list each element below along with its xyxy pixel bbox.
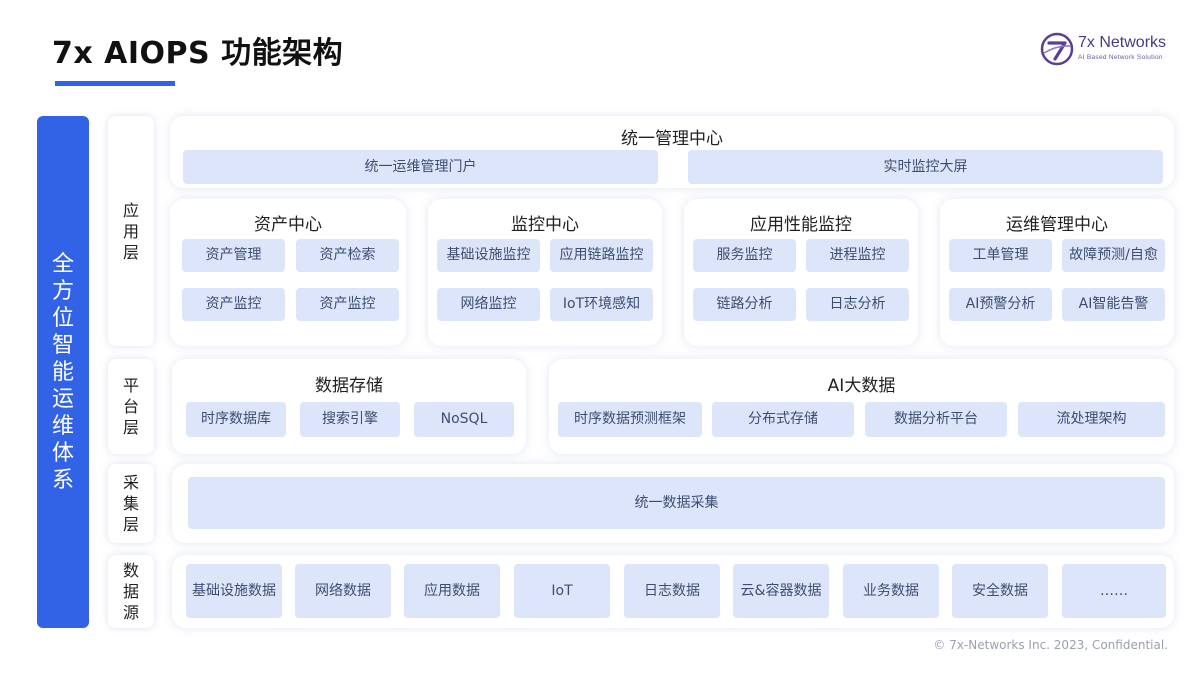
module-item[interactable]: 工单管理 — [949, 239, 1052, 272]
ops-center-title: 运维管理中心 — [1006, 215, 1108, 235]
mgmt-center-title: 统一管理中心 — [621, 129, 723, 149]
platform-item[interactable]: 搜索引擎 — [300, 402, 400, 437]
module-item[interactable]: IoT环境感知 — [550, 288, 653, 321]
platform-item[interactable]: 时序数据库 — [186, 402, 286, 437]
module-item[interactable]: 资产监控 — [296, 288, 399, 321]
module-item[interactable]: 日志分析 — [806, 288, 909, 321]
module-item[interactable]: AI预警分析 — [949, 288, 1052, 321]
asset-center-title: 资产中心 — [254, 215, 322, 235]
layer-label-source: 数据源 — [108, 555, 154, 628]
source-item[interactable]: 业务数据 — [843, 564, 939, 618]
layer-label-platform-text: 平台层 — [122, 376, 139, 437]
source-item-more[interactable]: …… — [1062, 564, 1166, 618]
module-item[interactable]: 网络监控 — [437, 288, 540, 321]
module-item[interactable]: 服务监控 — [693, 239, 796, 272]
platform-item[interactable]: NoSQL — [414, 402, 514, 437]
sources-panel: 基础设施数据 网络数据 应用数据 IoT 日志数据 云&容器数据 业务数据 安全… — [172, 555, 1174, 628]
module-item[interactable]: 应用链路监控 — [550, 239, 653, 272]
storage-panel: 数据存储 时序数据库 搜索引擎 NoSQL — [172, 359, 526, 454]
side-label-text: 全方位智能运维体系 — [51, 251, 74, 493]
source-item[interactable]: 云&容器数据 — [733, 564, 829, 618]
page-title: 7x AIOPS 功能架构 — [52, 36, 344, 71]
source-item[interactable]: 安全数据 — [952, 564, 1048, 618]
module-item[interactable]: 基础设施监控 — [437, 239, 540, 272]
platform-item[interactable]: 流处理架构 — [1018, 402, 1165, 437]
ops-center-panel: 运维管理中心 工单管理 故障预测/自愈 AI预警分析 AI智能告警 — [940, 199, 1174, 346]
source-item[interactable]: IoT — [514, 564, 610, 618]
source-item[interactable]: 基础设施数据 — [186, 564, 282, 618]
platform-item[interactable]: 分布式存储 — [712, 402, 854, 437]
collect-panel: 统一数据采集 — [172, 464, 1174, 543]
apm-title: 应用性能监控 — [750, 215, 852, 235]
asset-center-panel: 资产中心 资产管理 资产检索 资产监控 资产监控 — [170, 199, 406, 346]
layer-label-platform: 平台层 — [108, 359, 154, 454]
company-logo: 7x Networks AI Based Network Solution — [1040, 32, 1180, 68]
logo-name: 7x Networks — [1078, 34, 1167, 51]
module-item[interactable]: 链路分析 — [693, 288, 796, 321]
module-item[interactable]: 进程监控 — [806, 239, 909, 272]
layer-label-app: 应用层 — [108, 116, 154, 346]
layer-label-source-text: 数据源 — [122, 561, 139, 622]
source-item[interactable]: 网络数据 — [295, 564, 391, 618]
module-item[interactable]: 资产监控 — [182, 288, 285, 321]
ai-data-title: AI大数据 — [827, 376, 896, 396]
source-item[interactable]: 应用数据 — [404, 564, 500, 618]
module-item[interactable]: 故障预测/自愈 — [1062, 239, 1165, 272]
ai-data-panel: AI大数据 时序数据预测框架 分布式存储 数据分析平台 流处理架构 — [549, 359, 1174, 454]
unified-collect-item[interactable]: 统一数据采集 — [188, 477, 1165, 529]
system-side-label: 全方位智能运维体系 — [37, 116, 89, 628]
platform-item[interactable]: 数据分析平台 — [865, 402, 1007, 437]
storage-title: 数据存储 — [315, 376, 383, 396]
module-item[interactable]: 资产检索 — [296, 239, 399, 272]
logo-tagline: AI Based Network Solution — [1078, 54, 1163, 61]
mgmt-portal-item[interactable]: 统一运维管理门户 — [183, 150, 658, 184]
source-item[interactable]: 日志数据 — [624, 564, 720, 618]
layer-label-app-text: 应用层 — [122, 200, 139, 262]
apm-panel: 应用性能监控 服务监控 进程监控 链路分析 日志分析 — [684, 199, 918, 346]
platform-item[interactable]: 时序数据预测框架 — [558, 402, 702, 437]
layer-label-collect: 采集层 — [108, 464, 154, 543]
title-underline — [55, 81, 175, 86]
monitor-center-title: 监控中心 — [511, 215, 579, 235]
module-item[interactable]: AI智能告警 — [1062, 288, 1165, 321]
mgmt-center-panel: 统一管理中心 统一运维管理门户 实时监控大屏 — [170, 116, 1174, 188]
layer-label-collect-text: 采集层 — [122, 473, 139, 534]
monitor-screen-item[interactable]: 实时监控大屏 — [688, 150, 1163, 184]
module-item[interactable]: 资产管理 — [182, 239, 285, 272]
logo-icon — [1040, 32, 1074, 66]
copyright-footer: © 7x-Networks Inc. 2023, Confidential. — [933, 638, 1168, 652]
monitor-center-panel: 监控中心 基础设施监控 应用链路监控 网络监控 IoT环境感知 — [428, 199, 662, 346]
